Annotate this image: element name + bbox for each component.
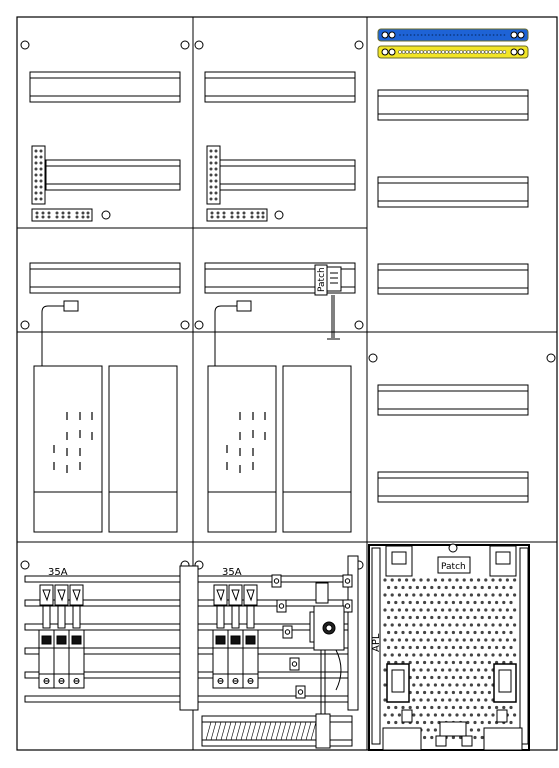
patch-label-top: Patch — [317, 267, 327, 292]
terminal-strip-left — [31, 145, 46, 205]
busbar-clamps — [271, 574, 353, 699]
fuse-switch-group-left — [38, 584, 85, 689]
terminal-strip-horizontal-middle — [206, 208, 268, 222]
fuse-rating-left: 35A — [48, 567, 68, 578]
mounting-holes — [20, 40, 556, 570]
din-rails-right — [377, 89, 529, 503]
busbar-supports — [179, 555, 359, 711]
pe-terminal-block — [377, 45, 529, 59]
fuse-rating-right: 35A — [222, 567, 242, 578]
terminal-strip-horizontal-left — [31, 208, 93, 222]
apl-panel: APL Patch — [368, 543, 530, 751]
patch-module-top: Patch — [314, 264, 342, 340]
meter-slots — [53, 412, 266, 473]
bottom-terminal-rail — [201, 713, 353, 749]
fuse-switch-group-right — [212, 584, 259, 689]
main-isolator — [309, 582, 345, 720]
meter-panels — [33, 365, 352, 533]
terminal-strip-middle — [206, 145, 221, 205]
n-terminal-block — [377, 28, 529, 42]
apl-label: APL — [371, 633, 382, 652]
patch-label-bottom: Patch — [441, 562, 466, 572]
rail-hatching — [205, 721, 317, 741]
